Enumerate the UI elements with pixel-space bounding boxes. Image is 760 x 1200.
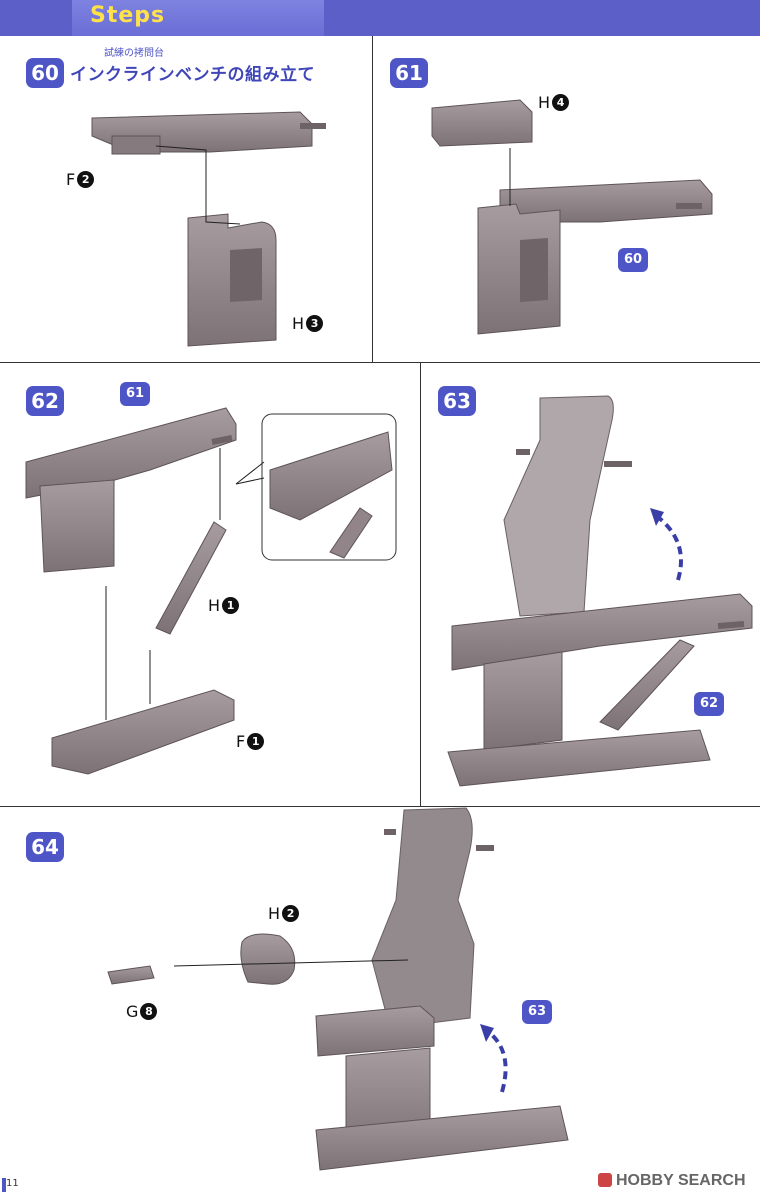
step63-illustration: [447, 395, 753, 787]
step-ref-63: 63: [522, 1000, 552, 1024]
step60-subtitle: 試練の拷問台: [104, 48, 164, 59]
step-ref-60: 60: [618, 248, 648, 272]
step60-title: インクラインベンチの組み立て: [70, 65, 315, 85]
step64-illustration: [107, 807, 569, 1171]
step62-illustration: [25, 407, 397, 775]
part-number-badge: 4: [552, 94, 570, 111]
divider-horizontal-2: [0, 806, 760, 807]
part-number-badge: 2: [77, 171, 95, 188]
step-number-60: 60: [26, 58, 64, 88]
part-number-badge: 2: [282, 905, 300, 922]
step-number-62: 62: [26, 386, 64, 416]
divider-vertical-mid: [420, 362, 421, 806]
step-ref-61: 61: [120, 382, 150, 406]
part-number-badge: 3: [306, 315, 324, 332]
step60-illustration: [91, 111, 326, 347]
brand-watermark: HOBBY SEARCH: [598, 1172, 746, 1190]
divider-horizontal-1: [0, 362, 760, 363]
part-number-badge: 1: [222, 597, 240, 614]
page-number: 11: [6, 1178, 19, 1189]
part-number-badge: 1: [247, 733, 265, 750]
footer-page-bar: [2, 1178, 6, 1192]
header-tab: [72, 0, 324, 36]
step-ref-62: 62: [694, 692, 724, 716]
step-number-64: 64: [26, 832, 64, 862]
step-number-63: 63: [438, 386, 476, 416]
page-title: Steps: [90, 3, 166, 28]
divider-vertical-top: [372, 36, 373, 362]
step-number-61: 61: [390, 58, 428, 88]
brand-logo-icon: [598, 1173, 612, 1187]
step61-illustration: [431, 99, 713, 335]
part-number-badge: 8: [140, 1003, 158, 1020]
